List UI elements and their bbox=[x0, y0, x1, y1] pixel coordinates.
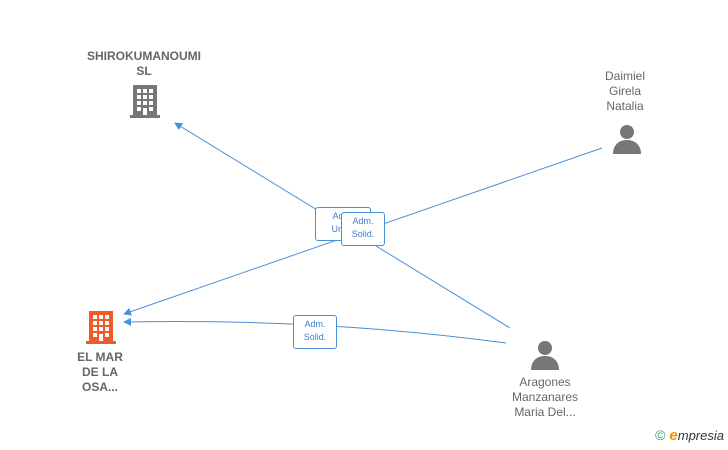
edge-label-adm-solid[interactable]: Adm. Solid. bbox=[341, 212, 385, 246]
node-label-line: EL MAR bbox=[77, 350, 123, 364]
node-label-line: Aragones bbox=[519, 375, 571, 389]
empresia-watermark: ©empresia bbox=[655, 427, 724, 444]
node-label-line: Maria Del... bbox=[514, 405, 576, 419]
node-label-line: OSA... bbox=[81, 380, 118, 394]
node-label-line: Daimiel bbox=[604, 69, 645, 83]
node-label-shirokumanoumi: SHIROKUMANOUMI SL bbox=[78, 49, 210, 79]
person-icon[interactable] bbox=[529, 339, 561, 371]
edge-label-adm-solid[interactable]: Adm. Solid. bbox=[293, 315, 337, 349]
edge-label-line: Adm. bbox=[352, 216, 374, 226]
edge-label-line: Solid. bbox=[351, 229, 375, 239]
building-icon[interactable] bbox=[128, 83, 162, 119]
node-label-line: Girela bbox=[608, 84, 641, 98]
node-label-line: Manzanares bbox=[511, 390, 579, 404]
node-label-line: DE LA bbox=[82, 365, 118, 379]
node-label-line: SHIROKUMANOUMI bbox=[87, 49, 201, 63]
building-icon[interactable] bbox=[84, 309, 118, 345]
brand-name: mpresia bbox=[677, 428, 724, 443]
node-label-line: Natalia bbox=[606, 99, 644, 113]
brand-initial: e bbox=[669, 427, 678, 444]
node-label-line: SL bbox=[136, 64, 152, 78]
edge-label-line: Adm. bbox=[304, 319, 326, 329]
copyright-symbol: © bbox=[655, 427, 666, 443]
person-icon[interactable] bbox=[611, 123, 643, 155]
edge-label-line: Solid. bbox=[303, 332, 327, 342]
node-label-daimiel: Daimiel Girela Natalia bbox=[580, 69, 670, 114]
node-label-aragones: Aragones Manzanares Maria Del... bbox=[490, 375, 600, 420]
node-label-el-mar: EL MAR DE LA OSA... bbox=[60, 350, 140, 395]
